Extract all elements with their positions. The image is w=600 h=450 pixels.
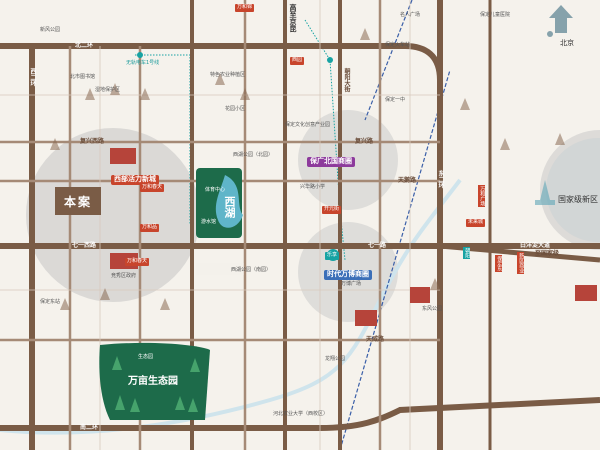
poi-7: 保定一中 xyxy=(385,97,406,103)
road-label-tianwei: 天威路 xyxy=(366,336,385,343)
wanmu-park xyxy=(99,342,210,420)
district-wanbo[interactable]: 时代万博商圈 xyxy=(324,270,372,280)
road-label-nanerhuan: 南二环 xyxy=(80,424,99,431)
poi-0: 新风公园 xyxy=(40,27,61,33)
road-label-baiyangdian: 白洋淀大道 xyxy=(520,242,551,249)
tag-xiyuan: 西园 xyxy=(290,57,305,65)
poi-2: 北市图书馆 xyxy=(70,74,96,80)
poi-3: 湿地保护区 xyxy=(95,87,121,93)
guojiaji-label: 国家级新区 xyxy=(558,195,598,204)
road-label-zhijing: 至国家级 xyxy=(535,250,560,257)
district-baoguang[interactable]: 保广北国商圈 xyxy=(307,157,355,167)
district-west[interactable]: 西部活力新城 xyxy=(111,175,159,185)
road-label-qiyi: 七一路 xyxy=(368,242,387,249)
tiyu-label: 体育中心 xyxy=(205,187,226,193)
xihu-lake xyxy=(215,175,243,228)
road-nanerhuan xyxy=(0,397,600,431)
tag-wanhechun: 万和春天 xyxy=(125,258,150,266)
road-label-beierhuan: 北二环 xyxy=(75,42,94,49)
beijing-label: 北京 xyxy=(560,39,574,47)
poi-14: 名人广场 xyxy=(400,12,421,18)
tag-east5: 朝阳 xyxy=(463,247,471,259)
hebeiuni-label: 河北农业大学（西校区） xyxy=(273,411,329,417)
tag-wanhe: 万和春天 xyxy=(140,184,165,192)
project-marker[interactable]: 本案 xyxy=(55,187,101,215)
tag-kaiyuan: 开元街 xyxy=(322,206,342,214)
road-label-qiyi-west: 七一西路 xyxy=(72,242,97,249)
east-zone-circle xyxy=(540,130,600,250)
tag-east3: 保定东 xyxy=(495,255,503,272)
poi-5: 花园小区 xyxy=(225,106,246,112)
road-label-gaosu: 高至京昆 xyxy=(289,4,297,32)
tag-lexiang: 乐享 xyxy=(325,252,340,260)
dongfeng-label: 东风公园 xyxy=(422,306,443,312)
poi-13: 保定儿童医院 xyxy=(480,12,511,18)
road-label-xierhuan: 西二环 xyxy=(29,68,36,86)
road-label-chaoyang: 朝阳大街 xyxy=(343,68,350,92)
wanbo-square-label: 万博广场 xyxy=(341,281,362,287)
longxiang-label: 龙翔公园 xyxy=(325,356,346,362)
road-label-dongerhuan: 东二环 xyxy=(437,170,444,188)
poi-8: 兴华路小学 xyxy=(300,184,326,190)
metro-label: 无轨电车1号线 xyxy=(126,60,160,66)
road-label-fuxing: 复兴西路 xyxy=(80,138,105,145)
jingxiu-label: 竞秀区政府 xyxy=(111,273,137,279)
tag-wanhe2: 万和品 xyxy=(140,224,160,232)
road-label-fuxing-east: 复兴路 xyxy=(355,138,374,145)
jingxiu-building xyxy=(110,148,136,164)
poi-6: 保定文化创意产业园 xyxy=(285,122,331,128)
poi-4: 特色农业种植区 xyxy=(210,72,246,78)
youshui-label: 游水馆 xyxy=(201,219,217,225)
road-label-tiane: 天鹅路 xyxy=(398,177,417,184)
east-building xyxy=(355,310,377,326)
shengtai-label: 生态园 xyxy=(138,354,154,360)
xihupark-label: 西湖公园（北园） xyxy=(233,152,274,158)
tag-east4: 新区商业 xyxy=(517,252,525,274)
tag-east1: 未来城 xyxy=(466,219,486,227)
metro-station-icon xyxy=(137,52,143,58)
xihu-label: 西湖 xyxy=(223,196,236,218)
wanmu-label: 万亩生态园 xyxy=(128,376,178,387)
nanyuan-label: 西湖公园（南园） xyxy=(231,267,272,273)
poi-16: 保定火车站 xyxy=(385,42,411,48)
poi-11: 保定东站 xyxy=(40,299,61,305)
tag-wanhe3: 万和锦 xyxy=(235,4,255,12)
tag-east2: 万和广场 xyxy=(478,185,486,207)
